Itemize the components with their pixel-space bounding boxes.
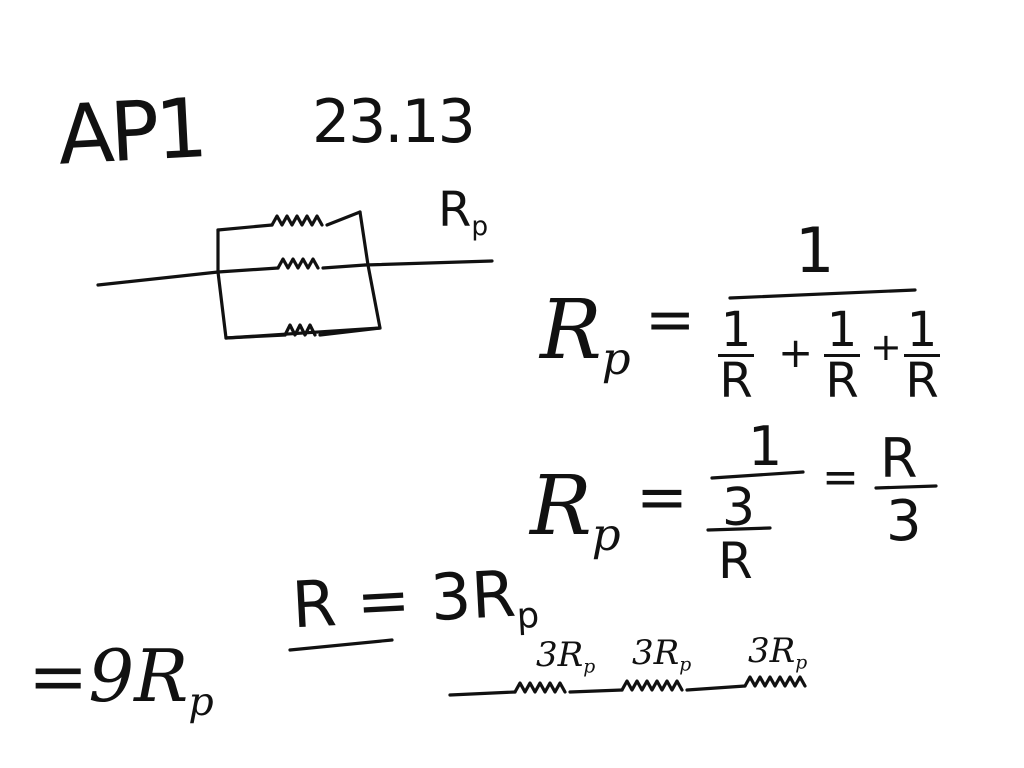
parallel-circuit-diagram	[96, 210, 494, 340]
series-label-1: 3Rp	[536, 635, 596, 678]
series-label-3: 3Rp	[748, 631, 808, 674]
eq1-main-fraction-bar	[728, 288, 917, 300]
eq3-relation: R = 3Rp	[290, 557, 541, 644]
eq1-numerator: 1	[795, 214, 835, 287]
eq2-equals: =	[636, 460, 688, 533]
resistor-top	[270, 214, 324, 227]
series-resistor-2	[620, 679, 684, 692]
resistor-bottom	[283, 323, 317, 337]
eq2-outer-numerator: 1	[748, 415, 783, 478]
eq2-result-denominator: 3	[886, 489, 922, 554]
series-circuit-diagram	[448, 675, 807, 697]
eq2-outer-fraction-bar	[710, 470, 805, 480]
eq1-plus-2: +	[870, 325, 902, 369]
eq2-result-numerator: R	[880, 427, 918, 490]
eq1-equals: =	[645, 285, 696, 355]
eq2-result-fraction-bar	[874, 484, 938, 490]
resistor-middle	[276, 257, 320, 270]
eq2-equals-2: =	[822, 452, 859, 503]
problem-number: 23.13	[312, 87, 476, 157]
eq1-term-2: 1 R	[824, 302, 860, 409]
eq2-lhs: Rp	[530, 459, 621, 561]
eq2-inner-denominator: R	[718, 532, 753, 590]
eq1-lhs: Rp	[540, 283, 631, 385]
parallel-equivalent-label: Rp	[438, 182, 489, 243]
final-result: =9Rp	[28, 634, 214, 725]
series-resistor-1	[513, 681, 567, 694]
series-label-2: 3Rp	[632, 633, 692, 676]
eq1-term-3: 1 R	[904, 302, 940, 409]
eq3-underline	[288, 638, 394, 652]
eq2-inner-fraction-bar	[706, 526, 772, 532]
eq2-inner-numerator: 3	[722, 478, 756, 538]
eq1-plus-1: +	[778, 328, 814, 377]
series-resistor-3	[743, 675, 807, 688]
eq1-term-1: 1 R	[718, 302, 754, 409]
